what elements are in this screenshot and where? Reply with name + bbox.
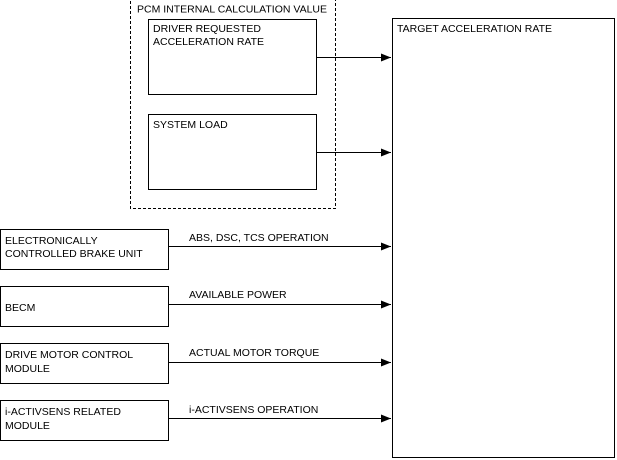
target-acceleration-title: TARGET ACCELERATION RATE bbox=[397, 23, 552, 35]
becm-block: BECM bbox=[0, 286, 169, 327]
i-activsens-module-block: i-ACTIVSENS RELATED MODULE bbox=[0, 400, 169, 441]
pcm-calculation-group: PCM INTERNAL CALCULATION VALUE DRIVER RE… bbox=[130, 0, 336, 209]
drive-motor-control-block: DRIVE MOTOR CONTROL MODULE bbox=[0, 343, 169, 384]
brake-unit-label-line2: CONTROLLED BRAKE UNIT bbox=[5, 248, 143, 260]
system-load-box bbox=[148, 114, 317, 190]
pcm-group-title: PCM INTERNAL CALCULATION VALUE bbox=[137, 4, 327, 16]
system-load-block: SYSTEM LOAD bbox=[148, 114, 317, 190]
becm-signal-label: AVAILABLE POWER bbox=[189, 289, 287, 301]
brake-unit-box bbox=[0, 229, 169, 270]
brake-unit-signal-label: ABS, DSC, TCS OPERATION bbox=[189, 232, 329, 244]
system-load-label: SYSTEM LOAD bbox=[153, 119, 228, 131]
driver-requested-acceleration-block: DRIVER REQUESTED ACCELERATION RATE bbox=[148, 19, 317, 95]
driver-requested-label-line2: ACCELERATION RATE bbox=[153, 36, 264, 48]
i-activsens-signal-label: i-ACTIVSENS OPERATION bbox=[189, 404, 318, 416]
brake-unit-label-line1: ELECTRONICALLY bbox=[5, 235, 98, 247]
target-acceleration-block: TARGET ACCELERATION RATE bbox=[392, 18, 615, 458]
pcm-group-border bbox=[130, 0, 336, 209]
i-activsens-module-box bbox=[0, 400, 169, 441]
drive-motor-control-label-line1: DRIVE MOTOR CONTROL bbox=[5, 349, 133, 361]
i-activsens-module-label-line1: i-ACTIVSENS RELATED bbox=[5, 406, 121, 418]
i-activsens-module-label-line2: MODULE bbox=[5, 420, 50, 432]
drive-motor-control-box bbox=[0, 343, 169, 384]
brake-unit-block: ELECTRONICALLY CONTROLLED BRAKE UNIT bbox=[0, 229, 169, 270]
becm-box bbox=[0, 286, 169, 327]
becm-label: BECM bbox=[5, 302, 35, 314]
pcm-title-background bbox=[134, 2, 331, 15]
drive-motor-control-signal-label: ACTUAL MOTOR TORQUE bbox=[189, 347, 319, 359]
driver-requested-box bbox=[148, 19, 317, 95]
drive-motor-control-label-line2: MODULE bbox=[5, 363, 50, 375]
driver-requested-label-line1: DRIVER REQUESTED bbox=[153, 23, 261, 35]
target-acceleration-box bbox=[392, 18, 615, 458]
